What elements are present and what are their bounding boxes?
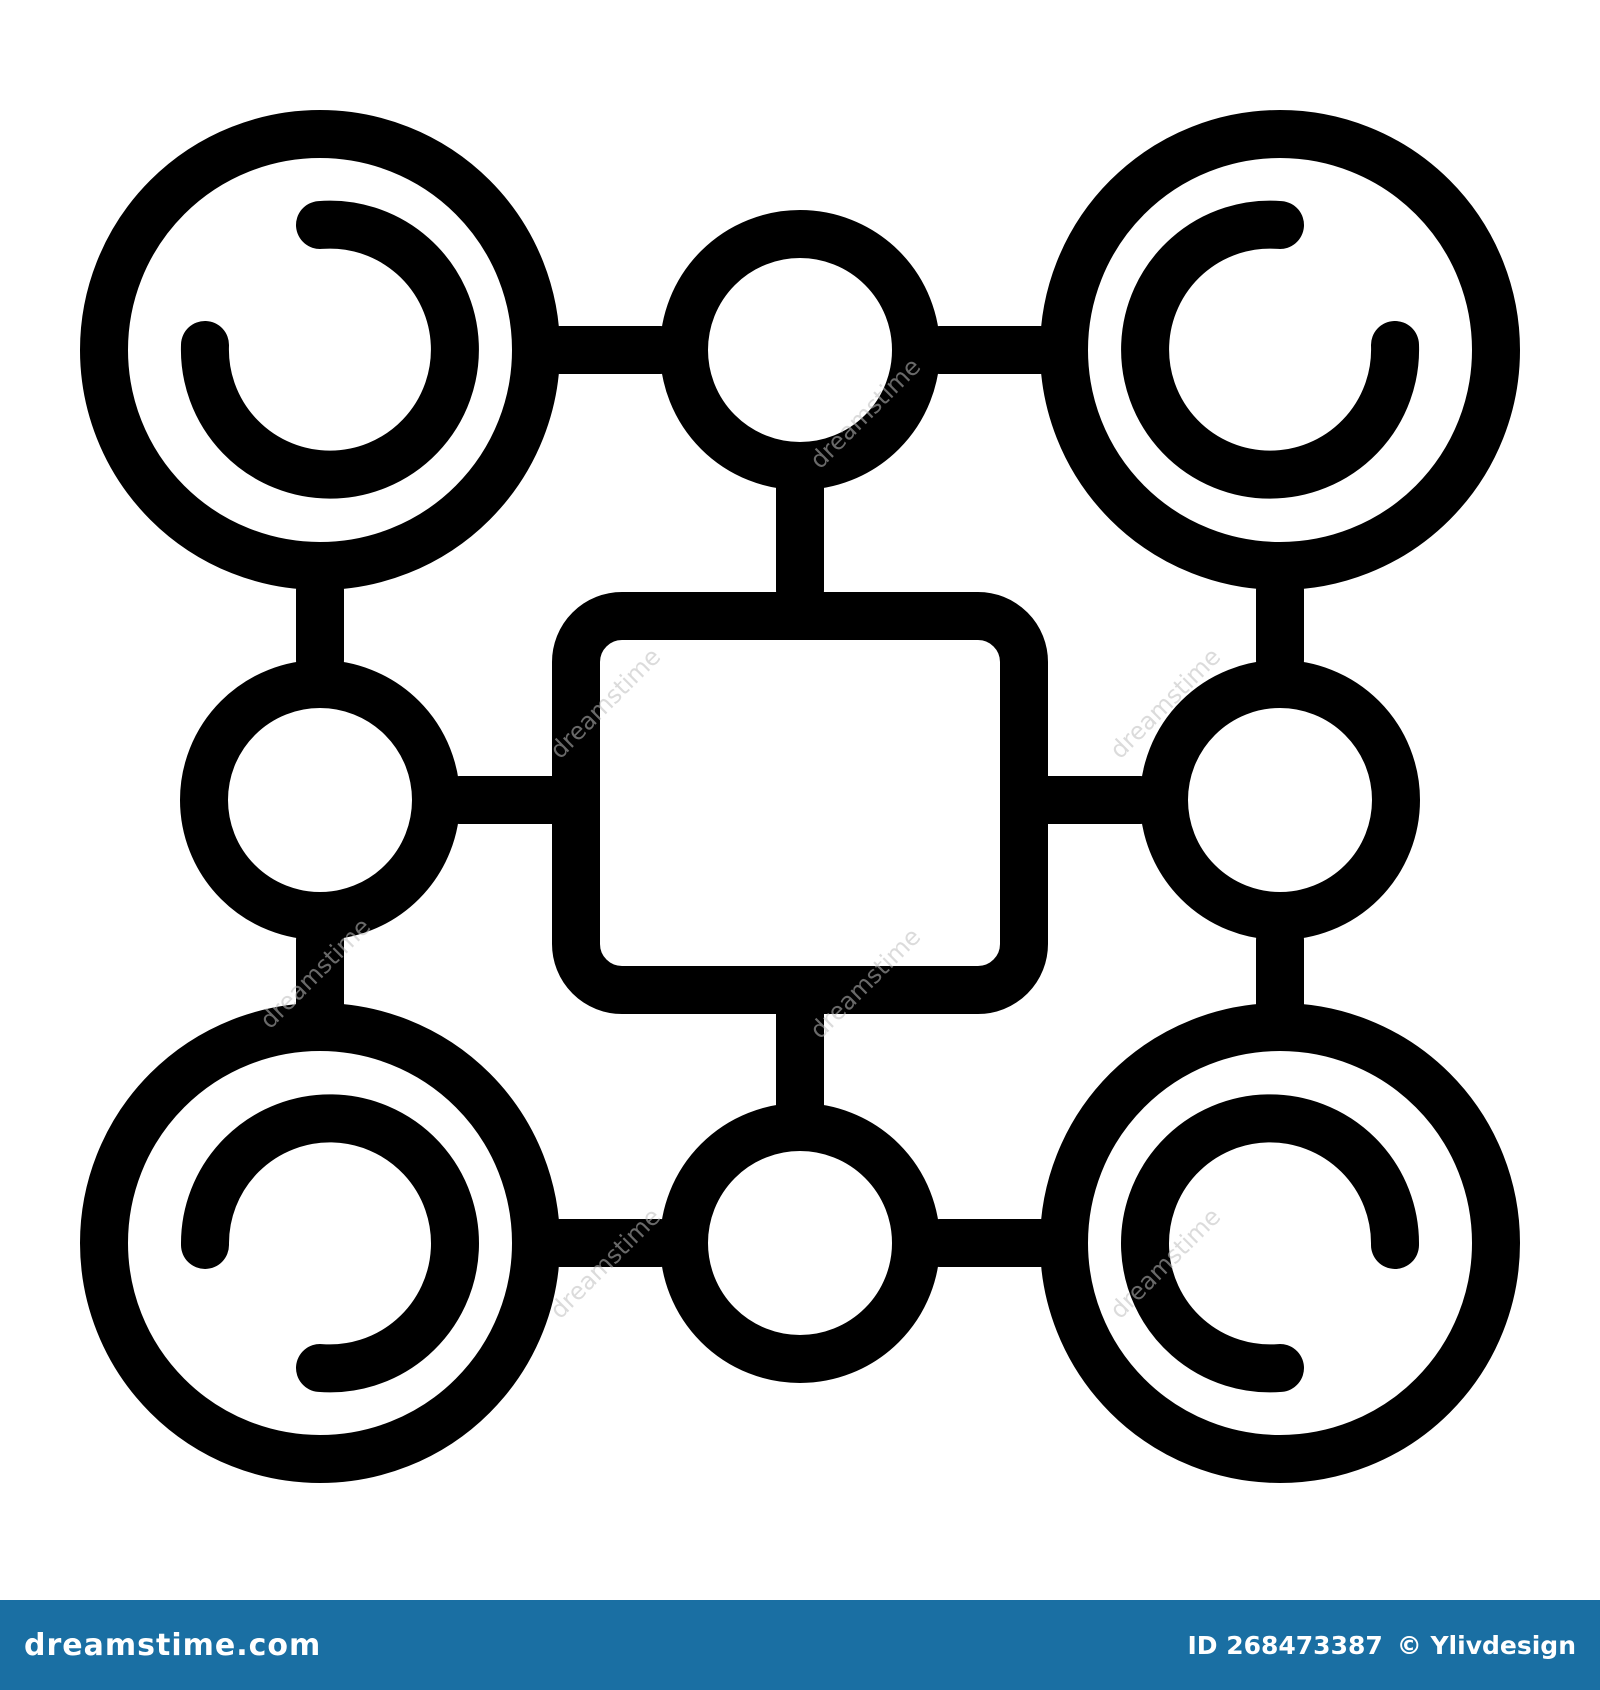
small-node-bottom <box>660 1103 940 1383</box>
image-id: ID 268473387 <box>1187 1630 1383 1660</box>
author-credit: © Ylivdesign <box>1396 1630 1576 1660</box>
large-node-bottom-left <box>80 1003 560 1483</box>
network-nodes-icon: dreamstime dreamstime dreamstime dreamst… <box>80 110 1520 1483</box>
arc-bottom-left <box>180 1094 479 1393</box>
arc-bottom-right <box>1121 1094 1420 1393</box>
small-node-left <box>180 660 460 940</box>
large-node-top-right <box>1040 110 1520 590</box>
image-credit: ID 268473387 © Ylivdesign <box>1187 1631 1576 1660</box>
large-node-top-left <box>80 110 560 590</box>
icon-artwork: dreamstime dreamstime dreamstime dreamst… <box>80 110 1520 1483</box>
footer-bar: dreamstime.com ID 268473387 © Ylivdesign <box>0 1600 1600 1690</box>
brand-logo-text: dreamstime.com <box>24 1627 322 1663</box>
small-node-right <box>1140 660 1420 940</box>
small-node-top <box>660 210 940 490</box>
large-node-bottom-right <box>1040 1003 1520 1483</box>
arc-top-left <box>180 200 479 499</box>
center-square <box>552 592 1048 1014</box>
arc-top-right <box>1121 200 1420 499</box>
